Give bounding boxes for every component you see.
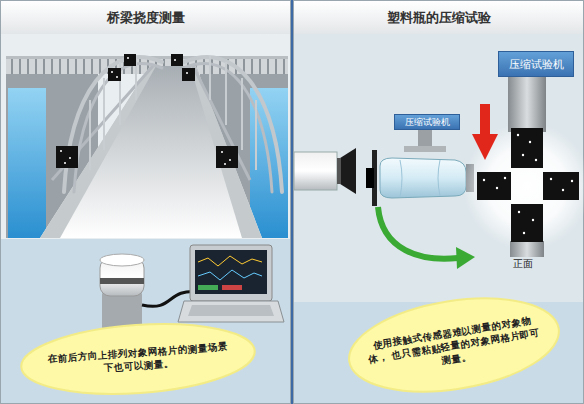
zoom-arrow: [456, 247, 475, 269]
callout-ellipse-fill: [19, 317, 257, 401]
target-sheet: [69, 157, 71, 159]
camera: [294, 148, 356, 194]
camera: [100, 254, 144, 334]
target-sheet: [229, 159, 231, 161]
force-arrow: [480, 104, 490, 136]
target-sheet: [221, 151, 223, 153]
target-sheet: [216, 146, 238, 168]
target-sheet: [529, 141, 531, 143]
bridge-scene: [8, 88, 46, 238]
front-view: [463, 122, 584, 250]
bridge-scene: [74, 64, 162, 192]
compression-scene: [294, 34, 583, 302]
panel-title: 塑料瓶的压缩试验: [294, 1, 583, 34]
compression-machine: [418, 129, 432, 147]
target-sheet: [56, 54, 238, 168]
target-sheet: [171, 54, 183, 66]
panel-title: 桥梁挠度测量: [1, 1, 290, 34]
camera: [337, 148, 356, 194]
target-sheet: [504, 177, 506, 179]
target-sheet: [174, 59, 176, 61]
target-sheet: [60, 150, 62, 152]
laptop: [198, 285, 218, 290]
callout-ellipse-fill: [342, 285, 565, 404]
target-sheet: [477, 172, 511, 200]
laptop: [195, 250, 267, 294]
force-arrow: [472, 104, 498, 160]
target-sheet: [116, 76, 118, 78]
compression-scene: [294, 34, 583, 302]
camera: [100, 254, 144, 266]
laptop: [178, 245, 284, 322]
bridge-scene: [184, 57, 282, 192]
callout-ellipse: 在前后方向上排列对象网格片的测量场景 下也可以测量。: [17, 315, 259, 403]
target-sheet: [518, 211, 520, 213]
laptop: [188, 305, 274, 316]
laptop: [198, 270, 262, 280]
compression-machine: [404, 146, 446, 152]
target-sheet: [111, 71, 113, 73]
target-sheet: [124, 54, 136, 66]
zoom-arrow: [378, 207, 475, 269]
target-sheet: [550, 178, 552, 180]
target-sheet: [571, 180, 573, 182]
front-view: [510, 241, 544, 257]
target-sheet: [224, 163, 226, 165]
bridge-scene: [40, 66, 262, 238]
laptop: [222, 285, 242, 290]
target-sheet: [535, 159, 537, 161]
zoom-arrow: [378, 207, 458, 259]
laptop: [190, 245, 272, 301]
camera: [294, 152, 337, 190]
target-sheet: [543, 172, 579, 200]
front-view: [463, 76, 584, 257]
machine-label-box: 压缩试验机: [394, 114, 460, 130]
target-sheet: [532, 219, 534, 221]
target-sheet: [127, 57, 129, 59]
view-label: 正面: [513, 257, 533, 271]
bridge-scene: [1, 34, 290, 239]
target-sheet: [108, 68, 121, 81]
target-sheet: [182, 68, 195, 81]
target-sheet: [562, 189, 564, 191]
front-view: [508, 76, 546, 132]
plastic-bottle: [380, 158, 466, 198]
target-sheet: [511, 128, 543, 168]
target-sheet: [496, 187, 498, 189]
machine-label: 压缩试验机: [405, 116, 450, 129]
plastic-bottle: [380, 158, 474, 198]
plastic-bottle: [400, 160, 440, 197]
machine-label: 压缩试验机: [509, 57, 564, 72]
target-sheet: [64, 162, 66, 164]
target-sheet: [522, 154, 524, 156]
camera: [337, 158, 341, 184]
force-arrow: [472, 134, 498, 160]
bridge-scene: [64, 57, 162, 192]
target-sheet: [511, 204, 543, 242]
bridge-scene: [184, 64, 272, 192]
target-sheet: [186, 72, 188, 74]
laptop: [198, 256, 262, 266]
bridge-scene: [52, 66, 153, 180]
target-sheet: [56, 146, 78, 168]
camera: [100, 278, 144, 284]
bridge-scene: [1, 34, 290, 239]
target-sheet: [483, 179, 485, 181]
compression-machine: [366, 168, 374, 188]
target-sheet: [523, 232, 525, 234]
laptop: [178, 301, 284, 322]
target-sheet: [517, 134, 519, 136]
machine-label-box: 压缩试验机: [498, 51, 574, 77]
bridge-scene: [90, 56, 256, 170]
